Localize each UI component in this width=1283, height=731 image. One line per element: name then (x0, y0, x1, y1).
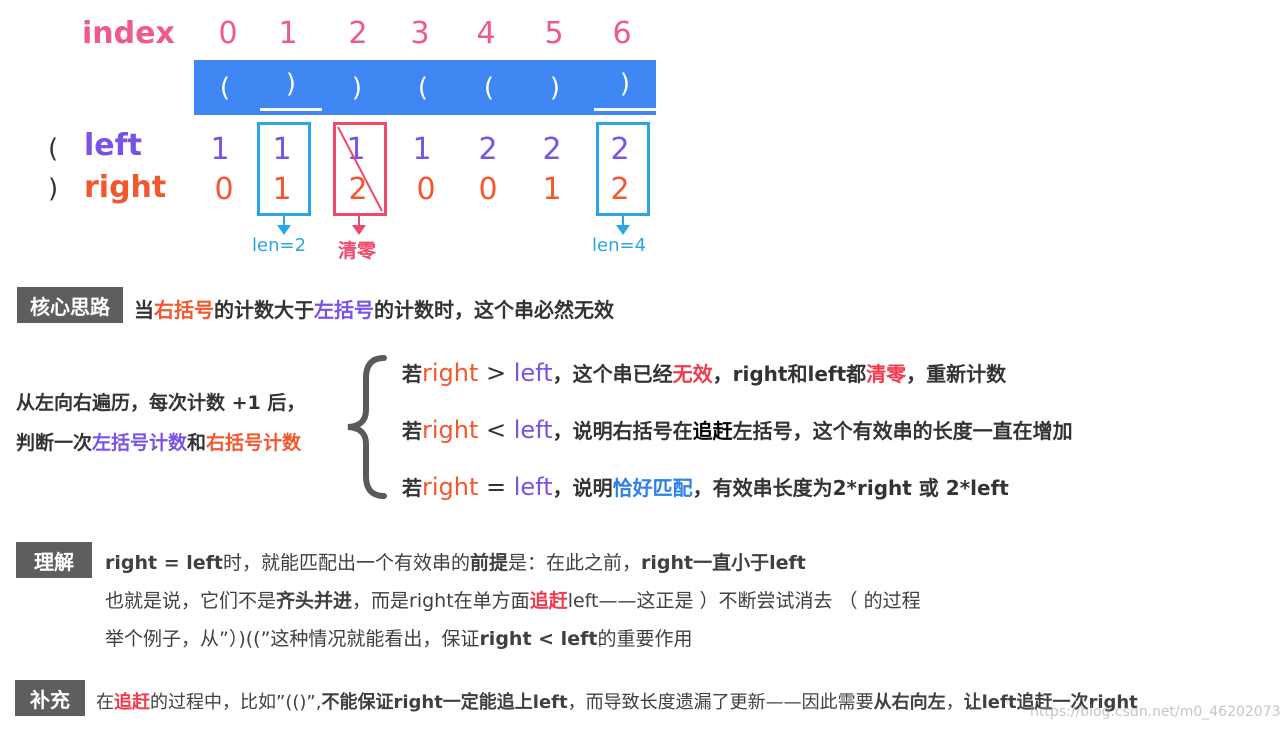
paren-cell-0: ( (219, 72, 231, 103)
core-idea-tag: 核心思路 (17, 287, 123, 323)
right-count-1: 1 (272, 172, 292, 207)
left-count-1: 1 (272, 132, 292, 167)
paren-cell-2: ) (351, 72, 363, 103)
paren-cell-4: ( (483, 72, 495, 103)
left-count-6: 2 (610, 132, 630, 167)
paren-cell-1: ) (260, 60, 322, 111)
left-count-3: 1 (412, 132, 432, 167)
right-count-5: 1 (542, 172, 562, 207)
understand-tag: 理解 (16, 542, 92, 578)
left-count-4: 2 (478, 132, 498, 167)
left-symbol: ( (48, 134, 59, 164)
right-count-3: 0 (416, 172, 436, 207)
core-idea-text: 当右括号的计数大于左括号的计数时，这个串必然无效 (134, 298, 614, 322)
strike-line (337, 126, 383, 212)
right-label: right (84, 170, 167, 205)
watermark: https://blog.csdn.net/m0_46202073 (1030, 704, 1281, 720)
right-count-0: 0 (214, 172, 234, 207)
understand-line-1: right = left时，就能匹配出一个有效串的前提是：在此之前，right一… (105, 552, 806, 574)
supplement-tag: 补充 (15, 680, 85, 716)
paren-cell-6: ) (594, 60, 656, 111)
right-count-6: 2 (610, 172, 630, 207)
index-label: index (82, 16, 175, 51)
understand-line-2: 也就是说，它们不是齐头并进，而是right在单方面追赶left——这正是 ）不断… (105, 590, 921, 612)
arrow-down-icon (352, 225, 366, 235)
index-6: 6 (612, 16, 632, 51)
index-5: 5 (544, 16, 564, 51)
rule-less: 若right < left，说明右括号在追赶左括号，这个有效串的长度一直在增加 (402, 416, 1073, 444)
supplement-text: 在追赶的过程中，比如”(()”,不能保证right一定能追上left，而导致长度… (96, 692, 1138, 713)
left-label: left (84, 128, 143, 163)
right-symbol: ) (48, 174, 59, 204)
left-count-0: 1 (210, 132, 230, 167)
arrow-down-icon (277, 225, 291, 235)
index-0: 0 (218, 16, 238, 51)
index-4: 4 (476, 16, 496, 51)
match-box-1 (257, 122, 311, 216)
arrow-down-icon (616, 225, 630, 235)
match-box-2 (596, 122, 650, 216)
left-count-5: 2 (542, 132, 562, 167)
paren-cell-5: ) (549, 72, 561, 103)
len-label-a: len=2 (252, 235, 307, 256)
len-label-b: len=4 (592, 235, 647, 256)
traverse-line-2: 判断一次左括号计数和右括号计数 (16, 432, 302, 454)
traverse-line-1: 从左向右遍历，每次计数 +1 后， (16, 392, 306, 414)
index-2: 2 (348, 16, 368, 51)
curly-brace-icon (347, 355, 387, 499)
rule-equal: 若right = left，说明恰好匹配，有效串长度为2*right 或 2*l… (402, 473, 1009, 501)
index-3: 3 (410, 16, 430, 51)
arrow-stem-2 (358, 213, 360, 225)
arrow-stem-3 (622, 213, 624, 225)
clear-label: 清零 (338, 240, 377, 262)
left-count-2: 1 (346, 132, 366, 167)
right-count-2: 2 (348, 172, 368, 207)
arrow-stem-1 (283, 213, 285, 225)
understand-line-3: 举个例子，从”）)((”这种情况就能看出，保证right < left的重要作用 (105, 628, 693, 650)
paren-string-bar (194, 60, 656, 115)
reset-box (333, 122, 387, 216)
paren-cell-3: ( (417, 72, 429, 103)
rule-greater: 若right > left，这个串已经无效，right和left都清零，重新计数 (402, 359, 1007, 387)
index-1: 1 (278, 16, 298, 51)
right-count-4: 0 (478, 172, 498, 207)
